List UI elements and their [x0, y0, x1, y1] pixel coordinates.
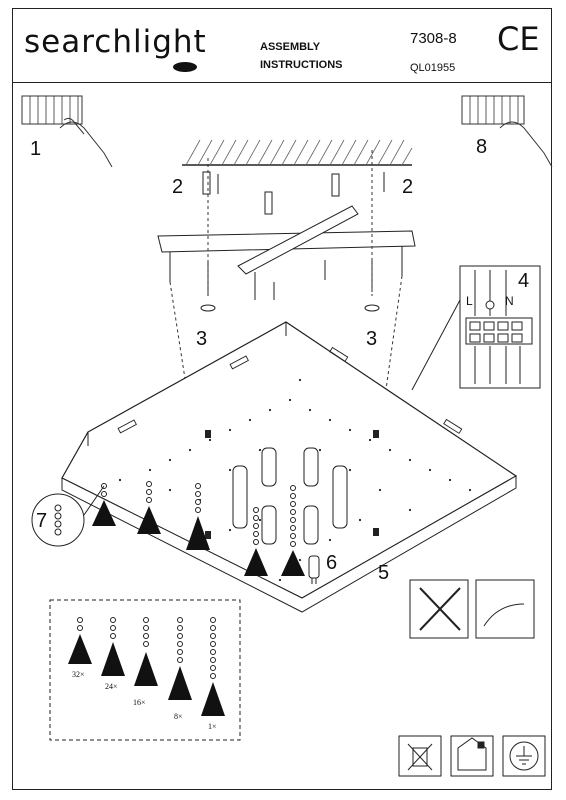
- quantity-label: 32×: [72, 670, 85, 679]
- step7-detail: [31, 485, 105, 547]
- step-number-6: 6: [326, 552, 338, 574]
- brand-logo: searchlight: [24, 24, 207, 60]
- quantity-label: 24×: [105, 682, 118, 691]
- compliance-icons: [398, 735, 546, 777]
- ce-mark: CE: [497, 20, 540, 58]
- ceiling-hatch: [182, 139, 413, 166]
- step8-illustration: [461, 95, 553, 168]
- model-number: 7308-8: [410, 30, 457, 47]
- step-number-3-left: 3: [196, 328, 208, 350]
- step-number-1: 1: [30, 138, 42, 160]
- glove-bulb-icon: [475, 579, 535, 639]
- step4-terminal-inset: [411, 265, 541, 391]
- header-divider: [12, 82, 552, 83]
- crystal-kit-box: [49, 599, 241, 741]
- reference-code: QL01955: [410, 62, 456, 74]
- title-line-1: ASSEMBLY: [260, 41, 321, 53]
- quantity-label: 1×: [208, 722, 217, 731]
- canopy-plate: [61, 321, 518, 613]
- step-number-2-left: 2: [172, 176, 184, 198]
- document-title: ASSEMBLY INSTRUCTIONS: [260, 38, 343, 74]
- bulb-handling-icons: [409, 579, 535, 639]
- quantity-label: 8×: [174, 712, 183, 721]
- quantity-label: 16×: [133, 698, 146, 707]
- step6-bulb: [308, 555, 320, 584]
- terminal-label-l: L: [466, 294, 473, 308]
- step-number-5: 5: [378, 562, 390, 584]
- glass-tubes: [232, 447, 348, 545]
- step-number-8: 8: [476, 136, 488, 158]
- weee-bin-icon: [398, 735, 442, 777]
- step1-illustration: [21, 95, 113, 168]
- page-border: [12, 8, 552, 790]
- step-number-4: 4: [518, 270, 530, 292]
- title-line-2: INSTRUCTIONS: [260, 59, 343, 71]
- step-number-2-right: 2: [402, 176, 414, 198]
- step-number-7: 7: [36, 510, 48, 532]
- wall-plugs: [202, 171, 385, 215]
- plate-screws: [205, 430, 379, 539]
- mounting-bracket: [157, 205, 416, 300]
- terminal-label-n: N: [505, 294, 514, 308]
- step-number-3-right: 3: [366, 328, 378, 350]
- earth-terminal-icon: [485, 300, 495, 310]
- logo-bulb-shadow: [173, 62, 197, 72]
